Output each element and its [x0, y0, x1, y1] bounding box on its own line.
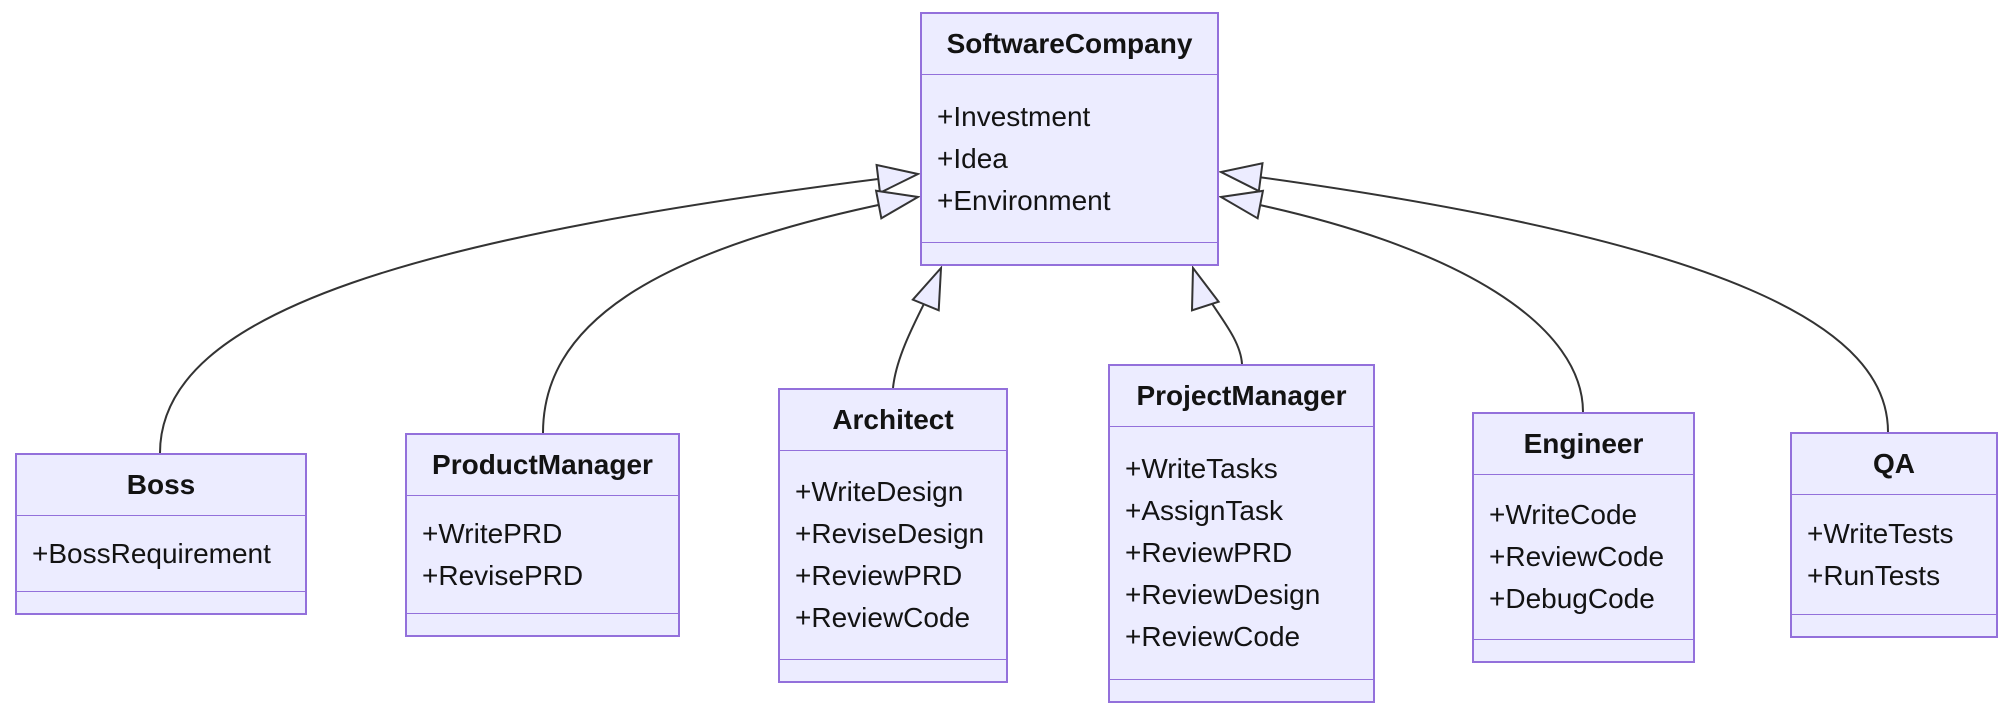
class-attributes: +WriteDesign +ReviseDesign +ReviewPRD +R…: [780, 451, 1006, 659]
class-attributes: +WriteTasks +AssignTask +ReviewPRD +Revi…: [1110, 427, 1373, 679]
class-productmanager: ProductManager +WritePRD +RevisePRD: [405, 433, 680, 637]
class-attribute: +WritePRD: [422, 517, 563, 549]
edge-qa-inheritance: [1217, 162, 1889, 433]
class-title: ProductManager: [407, 435, 678, 496]
class-attribute: +WriteCode: [1489, 499, 1638, 530]
class-attributes: +WriteTests +RunTests: [1792, 495, 1996, 614]
class-title: ProjectManager: [1110, 366, 1373, 427]
class-methods-empty: [1474, 639, 1693, 661]
class-attribute: +ReviseDesign: [795, 518, 985, 549]
class-attribute: +ReviewDesign: [1125, 579, 1321, 610]
class-attribute: +WriteTasks: [1125, 453, 1278, 484]
class-engineer: Engineer +WriteCode +ReviewCode +DebugCo…: [1472, 412, 1695, 663]
edge-projectmanager-inheritance: [1190, 265, 1243, 365]
class-title: SoftwareCompany: [922, 14, 1217, 75]
class-attribute: +Investment: [937, 100, 1091, 132]
class-attributes: +WritePRD +RevisePRD: [407, 496, 678, 613]
class-title: Boss: [17, 455, 305, 516]
class-attributes: +WriteCode +ReviewCode +DebugCode: [1474, 475, 1693, 639]
class-attribute: +WriteTests: [1807, 517, 1954, 549]
class-projectmanager: ProjectManager +WriteTasks +AssignTask +…: [1108, 364, 1375, 703]
class-attribute: +BossRequirement: [32, 537, 271, 569]
class-attributes: +Investment +Idea +Environment: [922, 75, 1217, 242]
class-title: QA: [1792, 434, 1996, 495]
class-methods-empty: [1792, 614, 1996, 636]
class-attribute: +RunTests: [1807, 559, 1941, 591]
edge-engineer-inheritance: [1218, 189, 1584, 413]
class-methods-empty: [780, 659, 1006, 681]
class-attribute: +Idea: [937, 142, 1008, 174]
class-softwarecompany: SoftwareCompany +Investment +Idea +Envir…: [920, 12, 1219, 266]
class-attribute: +ReviewPRD: [795, 560, 963, 591]
class-title: Architect: [780, 390, 1006, 451]
class-qa: QA +WriteTests +RunTests: [1790, 432, 1998, 638]
class-title: Engineer: [1474, 414, 1693, 475]
class-attribute: +WriteDesign: [795, 476, 964, 507]
class-attribute: +Environment: [937, 184, 1111, 216]
class-attribute: +ReviewPRD: [1125, 537, 1293, 568]
class-boss: Boss +BossRequirement: [15, 453, 307, 615]
class-attribute: +RevisePRD: [422, 559, 584, 591]
edge-productmanager-inheritance: [542, 189, 921, 434]
class-methods-empty: [17, 591, 305, 613]
class-methods-empty: [407, 613, 678, 635]
class-methods-empty: [1110, 679, 1373, 701]
class-architect: Architect +WriteDesign +ReviseDesign +Re…: [778, 388, 1008, 683]
class-attribute: +ReviewCode: [795, 602, 971, 633]
class-attributes: +BossRequirement: [17, 516, 305, 591]
class-attribute: +ReviewCode: [1125, 621, 1301, 652]
edge-boss-inheritance: [159, 163, 922, 454]
class-attribute: +ReviewCode: [1489, 541, 1665, 572]
class-attribute: +AssignTask: [1125, 495, 1283, 526]
class-methods-empty: [922, 242, 1217, 264]
class-attribute: +DebugCode: [1489, 583, 1655, 614]
edge-architect-inheritance: [892, 265, 943, 389]
